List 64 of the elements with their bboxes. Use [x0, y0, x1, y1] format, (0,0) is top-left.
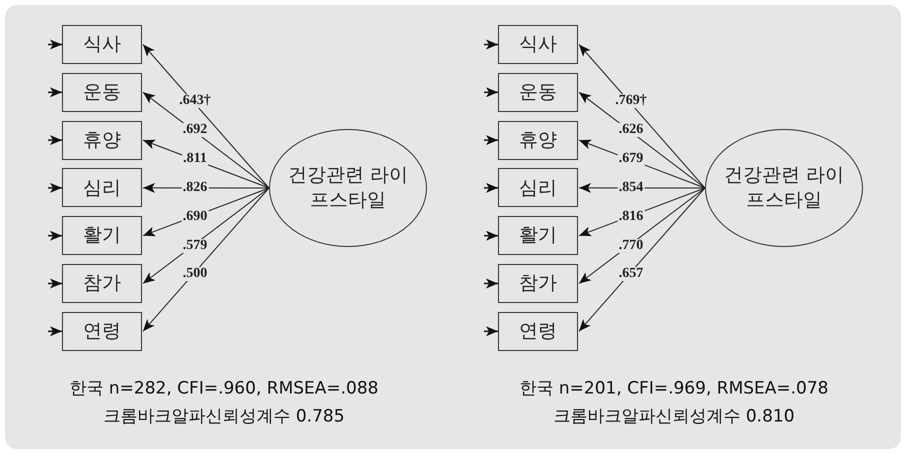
arrow: [578, 44, 706, 188]
arrow: [142, 44, 270, 188]
node-text: 식사: [519, 32, 557, 58]
edge-label: .579: [182, 238, 208, 253]
arrow: [578, 188, 706, 332]
fit-statistics-text: 한국 n=282, CFI=.960, RMSEA=.088: [70, 377, 378, 400]
node-text: 건강관련 라이프스타일: [722, 163, 846, 213]
arrow: [484, 40, 498, 50]
edge-label: .811: [182, 152, 208, 166]
node-text: 참가: [83, 271, 121, 296]
edge-label: .657: [618, 267, 644, 282]
arrow: [484, 135, 498, 146]
arrow: [484, 278, 498, 288]
indicator-box: [498, 264, 578, 303]
node-text: 활기: [83, 223, 121, 248]
edge-label: .679: [618, 152, 644, 166]
indicator-box: [498, 120, 578, 160]
fit-statistics-text: 크롬바크알파신뢰성계수 0.785: [103, 405, 345, 428]
node-text: 연령: [83, 319, 121, 344]
indicator-box: [498, 216, 578, 256]
edge-label: .643†: [178, 94, 212, 108]
arrow: [48, 87, 62, 98]
indicator-box: [498, 25, 578, 64]
node-text: 심리: [519, 176, 557, 201]
arrow: [484, 182, 498, 193]
arrow: [484, 87, 498, 98]
indicator-box: [62, 168, 142, 208]
arrow: [48, 230, 62, 241]
node-text: 운동: [519, 80, 557, 106]
node-text: 휴양: [519, 128, 557, 153]
arrow: [142, 188, 270, 332]
arrow: [484, 230, 498, 241]
indicator-box: [62, 216, 142, 256]
edge-label: .692: [182, 123, 208, 138]
edge-label: .500: [182, 267, 208, 282]
indicator-box: [62, 120, 142, 160]
indicator-box: [498, 312, 578, 351]
indicator-box: [62, 72, 142, 112]
indicator-box: [62, 25, 142, 64]
edge-label: .816: [618, 210, 644, 224]
fit-statistics-text: 한국 n=201, CFI=.969, RMSEA=.078: [520, 377, 828, 400]
edge-label: .770: [618, 238, 644, 253]
node-text: 운동: [83, 80, 121, 106]
fit-statistics-text: 크롬바크알파신뢰성계수 0.810: [553, 405, 795, 428]
arrow: [48, 278, 62, 288]
indicator-box: [498, 168, 578, 208]
node-text: 활기: [519, 223, 557, 248]
node-text: 연령: [519, 319, 557, 344]
edge-label: .690: [182, 210, 208, 224]
arrow: [48, 40, 62, 50]
node-text: 휴양: [83, 128, 121, 153]
indicator-box: [498, 72, 578, 112]
indicator-box: [62, 312, 142, 351]
edge-label: .769†: [614, 94, 648, 108]
node-text: 식사: [83, 32, 121, 58]
indicator-box: [62, 264, 142, 303]
arrow: [484, 326, 498, 336]
arrow: [48, 135, 62, 146]
node-text: 심리: [83, 176, 121, 201]
edge-label: .626: [618, 123, 644, 138]
node-text: 건강관련 라이프스타일: [286, 163, 410, 213]
arrow: [48, 326, 62, 336]
arrow: [48, 182, 62, 193]
node-text: 참가: [519, 271, 557, 296]
